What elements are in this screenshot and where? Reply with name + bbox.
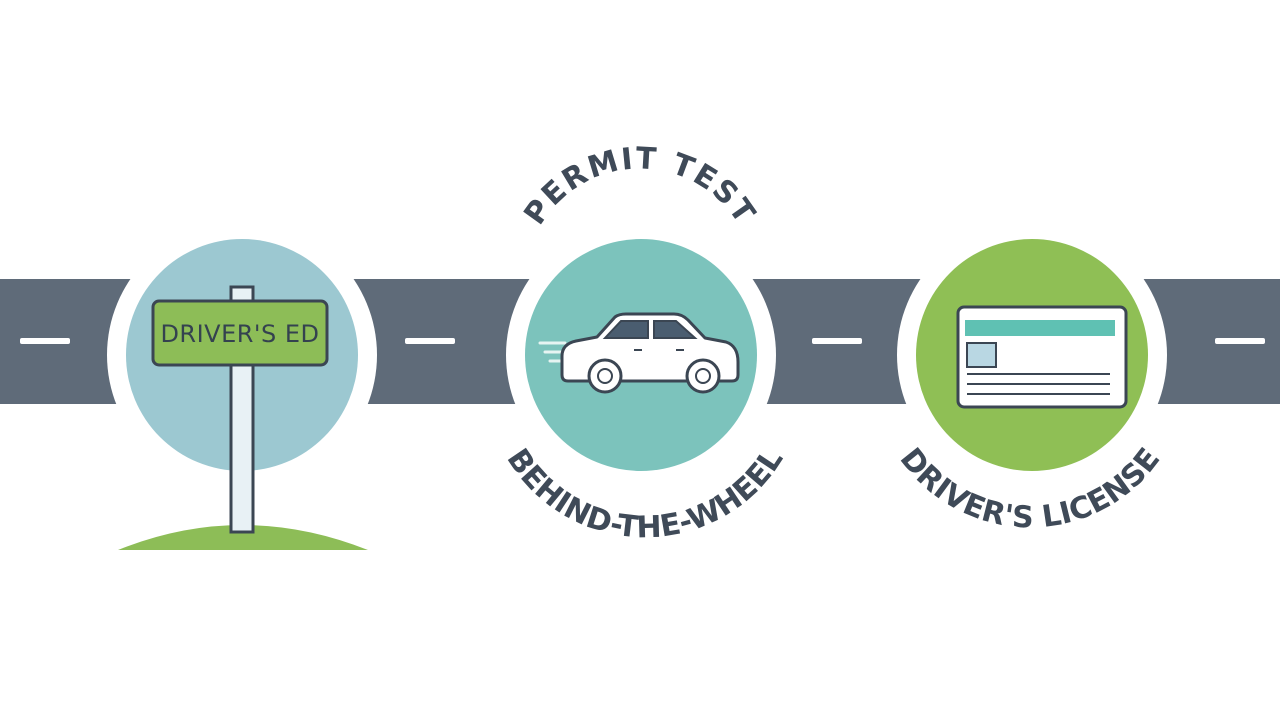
sign-text: DRIVER'S ED — [160, 320, 319, 348]
signpost-icon: DRIVER'S ED — [151, 285, 329, 534]
grass-mound — [118, 525, 368, 550]
step-permit-behind-wheel: PERMIT TEST BEHIND-THE-WHEEL — [500, 141, 791, 545]
road-dash — [405, 338, 455, 344]
car-icon — [538, 312, 740, 394]
license-card-icon — [956, 305, 1128, 409]
card-photo — [966, 342, 997, 368]
step-top-label: PERMIT TEST — [517, 141, 762, 231]
road-dash — [812, 338, 862, 344]
step-drivers-license: DRIVER'S LICENSE — [893, 220, 1167, 536]
step-drivers-ed: DRIVER'S ED — [107, 220, 377, 550]
card-stripe — [965, 320, 1115, 336]
road-dash — [1215, 338, 1265, 344]
sign-board — [151, 299, 329, 367]
road-dash — [20, 338, 70, 344]
